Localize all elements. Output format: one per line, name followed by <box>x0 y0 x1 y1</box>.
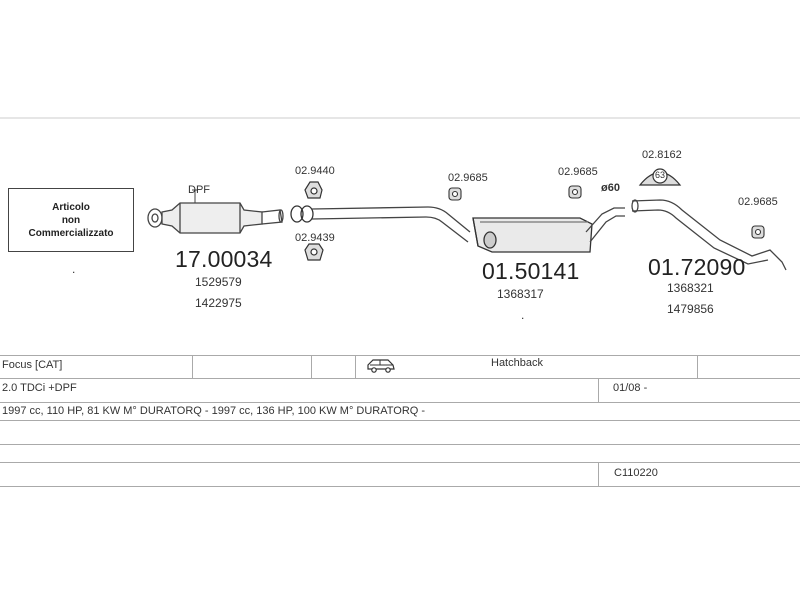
table-divider <box>598 378 599 402</box>
gasket-label[interactable]: 02.8162 <box>642 149 682 161</box>
code-cell: C110220 <box>614 467 658 479</box>
rear-ref-2: 1479856 <box>667 302 714 316</box>
dpf-label: DPF <box>188 184 210 196</box>
table-line <box>0 378 800 379</box>
clamp-top-label[interactable]: 02.9440 <box>295 165 335 177</box>
body-type-cell: Hatchback <box>491 357 543 369</box>
hanger-rear-part <box>751 225 765 239</box>
car-icon <box>366 357 396 376</box>
middle-pipe <box>311 206 471 243</box>
not-available-box: Articolo non Commercializzato <box>8 188 134 252</box>
not-available-line3: Commercializzato <box>28 227 114 239</box>
mid-hanger-label[interactable]: 02.9685 <box>448 172 488 184</box>
front-flange <box>290 205 314 223</box>
table-divider <box>355 355 356 378</box>
specs-cell: 1997 cc, 110 HP, 81 KW M° DURATORQ - 199… <box>2 405 426 417</box>
dpf-ref-2: 1422975 <box>195 296 242 310</box>
table-divider <box>697 355 698 378</box>
date-cell: 01/08 - <box>613 382 648 394</box>
dpf-assembly <box>147 189 284 234</box>
engine-cell: 2.0 TDCi +DPF <box>2 382 77 394</box>
hanger-right-part <box>568 185 582 199</box>
mid-silencer-ref: 1368317 <box>497 287 544 301</box>
not-available-line1: Articolo <box>52 201 90 213</box>
table-divider <box>311 355 312 378</box>
table-line <box>0 462 800 463</box>
diameter-label: ø60 <box>601 182 620 194</box>
table-line <box>0 486 800 487</box>
table-divider <box>598 462 599 486</box>
hanger-middle-part <box>448 187 462 201</box>
table-line <box>0 420 800 421</box>
dot-mark-middle: . <box>521 308 525 322</box>
gasket-part <box>638 168 682 186</box>
dpf-ref-1: 1529579 <box>195 275 242 289</box>
gasket-number: 63 <box>655 170 666 180</box>
right-hanger-label[interactable]: 02.9685 <box>558 166 598 178</box>
mid-silencer-part-number[interactable]: 01.50141 <box>482 258 580 284</box>
middle-silencer <box>472 207 625 253</box>
table-line <box>0 402 800 403</box>
dot-mark-left: . <box>72 262 76 276</box>
rear-ref-1: 1368321 <box>667 281 714 295</box>
clamp-bottom-label[interactable]: 02.9439 <box>295 232 335 244</box>
dpf-part-number[interactable]: 17.00034 <box>175 246 273 272</box>
not-available-line2: non <box>61 214 81 226</box>
rear-hanger-label[interactable]: 02.9685 <box>738 196 778 208</box>
rear-silencer-part-number[interactable]: 01.72090 <box>648 254 746 280</box>
table-divider <box>192 355 193 378</box>
model-cell: Focus [CAT] <box>2 359 63 371</box>
table-line <box>0 444 800 445</box>
clamp-top-part <box>304 181 323 199</box>
table-line <box>0 355 800 356</box>
clamp-bottom-part <box>304 243 324 261</box>
rear-pipe <box>631 199 787 271</box>
